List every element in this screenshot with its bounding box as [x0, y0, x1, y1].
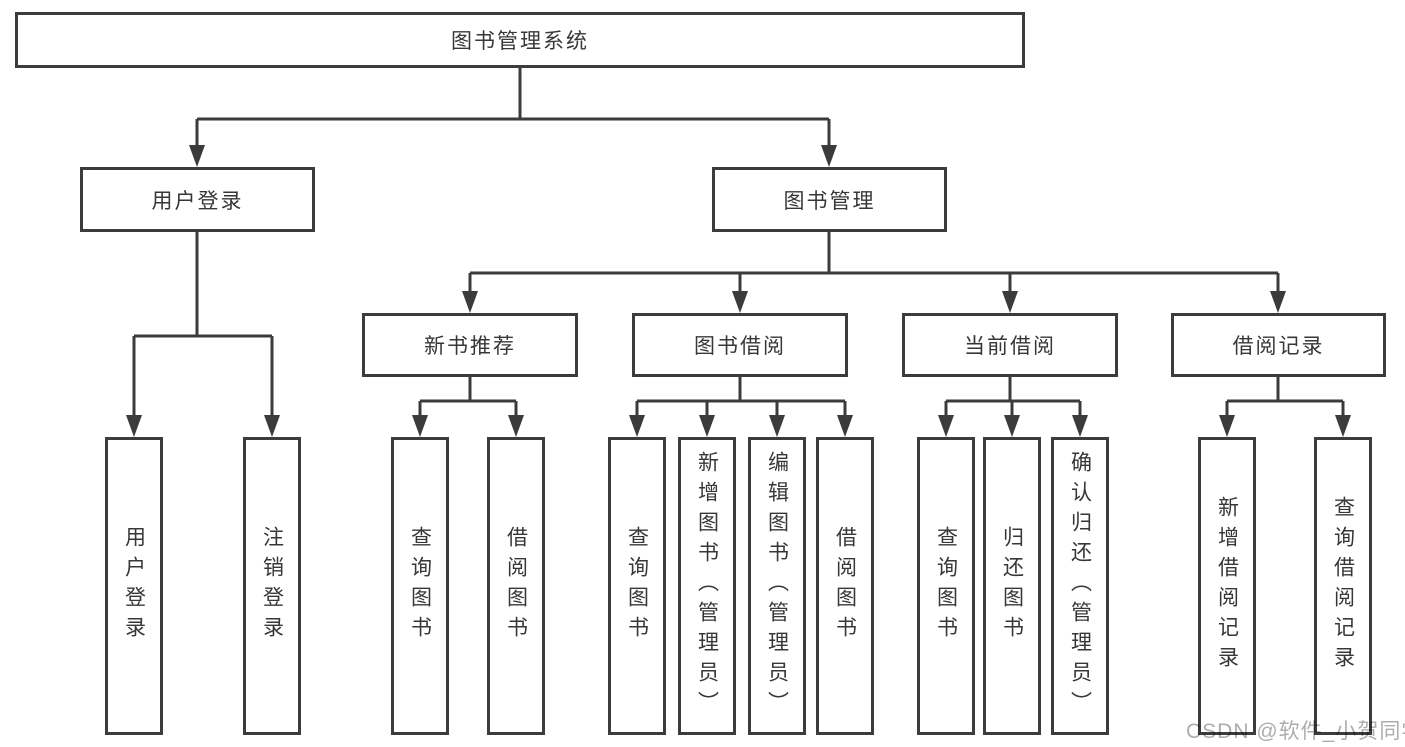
leaf-confirm-return-admin: 确认归还（管理员）: [1051, 437, 1109, 735]
leaf-edit-book-admin-label: 编辑图书（管理员）: [765, 451, 789, 721]
node-root: 图书管理系统: [15, 12, 1025, 68]
leaf-query-books-borrowing: 查询图书: [608, 437, 666, 735]
node-current-borrowing: 当前借阅: [902, 313, 1118, 377]
node-borrowing-records: 借阅记录: [1171, 313, 1386, 377]
leaf-edit-book-admin: 编辑图书（管理员）: [748, 437, 806, 735]
node-root-label: 图书管理系统: [451, 30, 589, 53]
leaf-query-books-recommend-label: 查询图书: [408, 526, 432, 646]
leaf-borrow-books-recommend: 借阅图书: [487, 437, 545, 735]
leaf-add-borrow-record-label: 新增借阅记录: [1215, 496, 1239, 676]
leaf-user-login: 用户登录: [105, 437, 163, 735]
node-user-login: 用户登录: [80, 167, 315, 232]
node-book-borrowing: 图书借阅: [632, 313, 848, 377]
leaf-query-borrow-record-label: 查询借阅记录: [1331, 496, 1355, 676]
leaf-add-borrow-record: 新增借阅记录: [1198, 437, 1256, 735]
node-new-book-recommend: 新书推荐: [362, 313, 578, 377]
node-current-borrowing-label: 当前借阅: [964, 335, 1056, 358]
leaf-add-book-admin-label: 新增图书（管理员）: [695, 451, 719, 721]
leaf-add-book-admin: 新增图书（管理员）: [678, 437, 736, 735]
leaf-return-book-label: 归还图书: [1000, 526, 1024, 646]
csdn-watermark: CSDN @软件_小贺同学: [1186, 720, 1405, 743]
leaf-user-login-label: 用户登录: [122, 526, 146, 646]
leaf-query-books-recommend: 查询图书: [391, 437, 449, 735]
leaf-query-books-current-label: 查询图书: [934, 526, 958, 646]
leaf-logout: 注销登录: [243, 437, 301, 735]
leaf-query-books-borrowing-label: 查询图书: [625, 526, 649, 646]
node-user-login-label: 用户登录: [151, 189, 244, 213]
node-book-borrowing-label: 图书借阅: [694, 335, 786, 358]
leaf-query-books-current: 查询图书: [917, 437, 975, 735]
leaf-borrow-books-borrowing-label: 借阅图书: [833, 526, 857, 646]
leaf-return-book: 归还图书: [983, 437, 1041, 735]
leaf-confirm-return-admin-label: 确认归还（管理员）: [1068, 451, 1092, 721]
leaf-logout-label: 注销登录: [260, 526, 284, 646]
leaf-borrow-books-borrowing: 借阅图书: [816, 437, 874, 735]
leaf-borrow-books-recommend-label: 借阅图书: [504, 526, 528, 646]
node-book-management: 图书管理: [712, 167, 947, 232]
node-borrowing-records-label: 借阅记录: [1232, 335, 1325, 358]
node-book-management-label: 图书管理: [783, 189, 876, 213]
leaf-query-borrow-record: 查询借阅记录: [1314, 437, 1372, 735]
node-new-book-recommend-label: 新书推荐: [424, 335, 516, 358]
